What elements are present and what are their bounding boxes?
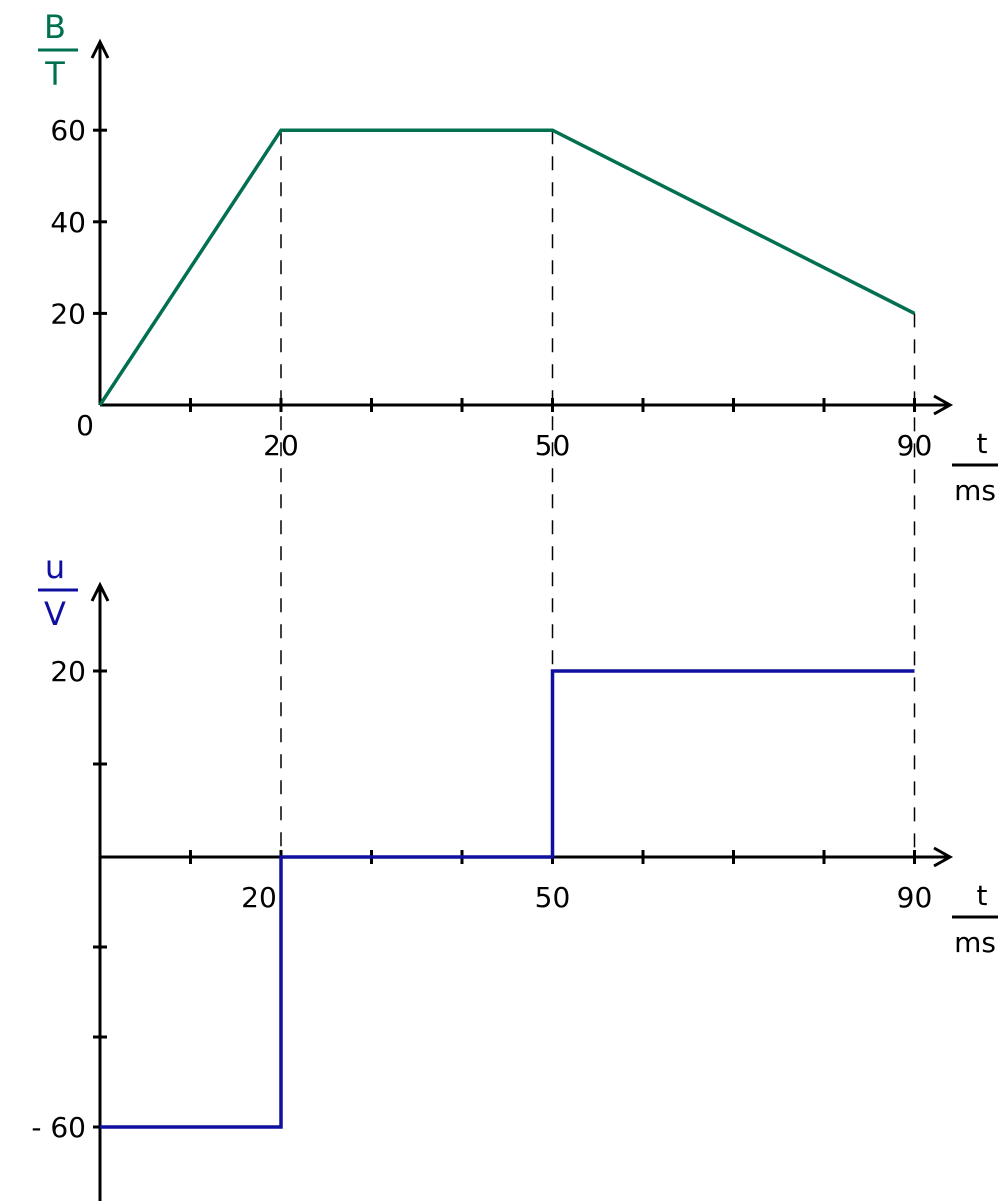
series-u-line xyxy=(100,669,915,1129)
y-axis-label-numerator: B xyxy=(44,8,66,46)
x-tick-label: 50 xyxy=(535,429,571,462)
x-tick-label: 20 xyxy=(263,429,299,462)
x-tick-label: 90 xyxy=(897,881,933,914)
chart-voltage xyxy=(38,581,998,1201)
y-axis-arrow-icon xyxy=(90,581,110,602)
y-axis-label-denominator: V xyxy=(44,595,66,633)
y-axis-label-denominator: T xyxy=(44,55,65,93)
y-tick-label: 60 xyxy=(50,114,86,147)
x-tick-label: 90 xyxy=(897,429,933,462)
x-axis-arrow-icon xyxy=(933,394,954,416)
x-axis-label-denominator: ms xyxy=(954,474,996,507)
x-axis-label-numerator: t xyxy=(977,427,988,460)
y-tick-label: - 60 xyxy=(31,1111,86,1144)
x-axis-label-denominator: ms xyxy=(954,926,996,959)
x-axis-arrow-icon xyxy=(933,846,954,868)
y-tick-label: 20 xyxy=(50,297,86,330)
chart-b-field xyxy=(38,38,998,467)
series-b-line xyxy=(98,128,916,406)
y-tick-label: 40 xyxy=(50,206,86,239)
y-axis-label-numerator: u xyxy=(45,548,65,586)
x-axis-label-numerator: t xyxy=(977,879,988,912)
y-axis-arrow-icon xyxy=(90,38,110,59)
y-tick-label: 20 xyxy=(50,655,86,688)
x-tick-label: 50 xyxy=(535,881,571,914)
x-tick-label: 20 xyxy=(241,881,277,914)
origin-label: 0 xyxy=(76,409,94,442)
